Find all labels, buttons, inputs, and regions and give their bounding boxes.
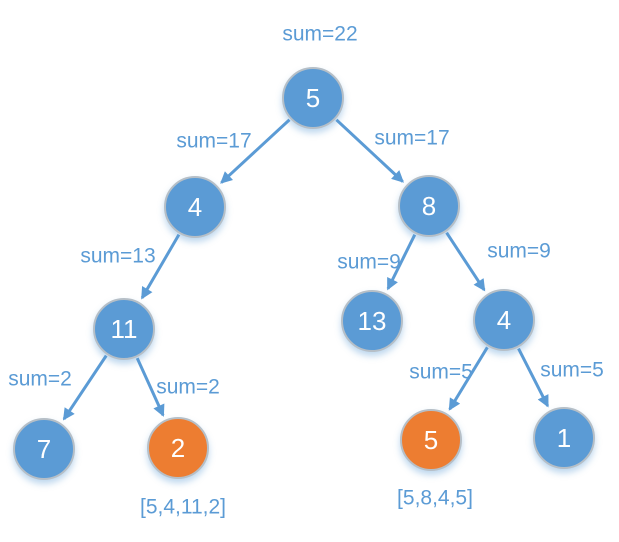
node-value: 5 [423,425,439,455]
tree-node-n4l: 4 [164,176,226,238]
tree-node-n5b: 5 [400,409,462,471]
node-value: 7 [36,434,52,464]
tree-node-n7: 7 [13,418,75,480]
edge-sum-label: sum=13 [80,244,156,268]
node-value: 1 [556,423,572,453]
edge-arrow [445,231,486,292]
node-value: 4 [187,192,203,222]
node-value: 2 [170,433,186,463]
edge-sum-label: sum=2 [156,375,220,399]
tree-node-n4r: 4 [473,289,535,351]
node-value: 11 [110,314,138,344]
path-array-label: [5,8,4,5] [397,486,473,510]
edge-sum-label: sum=9 [337,250,401,274]
tree-node-root: 5 [282,67,344,129]
edge-sum-label: sum=5 [409,360,473,384]
tree-node-n13: 13 [341,290,403,352]
edge-sum-label: sum=22 [282,22,358,46]
node-value: 13 [357,306,387,336]
edge-sum-label: sum=17 [374,126,450,150]
node-value: 4 [496,305,512,335]
edge-sum-label: sum=5 [540,358,604,382]
edge-sum-label: sum=2 [8,367,72,391]
node-value: 5 [305,83,321,113]
tree-node-n11: 11 [93,298,155,360]
edge-sum-label: sum=17 [176,129,252,153]
path-array-label: [5,4,11,2] [139,495,227,519]
tree-node-n1: 1 [533,407,595,469]
tree-node-n8: 8 [398,175,460,237]
tree-node-n2: 2 [147,417,209,479]
node-value: 8 [421,191,437,221]
edge-sum-label: sum=9 [487,239,551,263]
